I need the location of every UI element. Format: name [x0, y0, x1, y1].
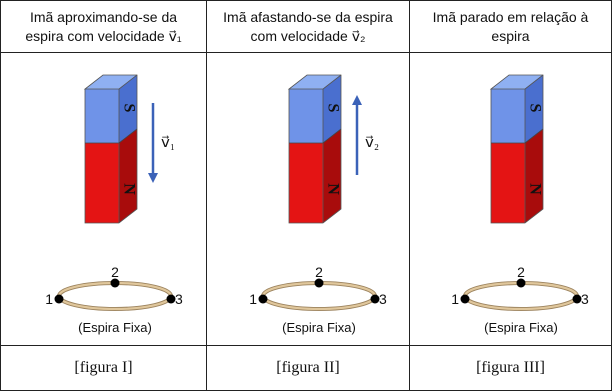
- north-pole-label: N: [120, 183, 137, 195]
- header-cell-2: Imã afastando-se da espira com velocidade…: [207, 1, 410, 53]
- arrow-head: [352, 95, 362, 105]
- magnet-edge: [524, 74, 544, 90]
- loop-point-3: [370, 294, 380, 304]
- south-pole-label: S: [120, 104, 137, 113]
- magnet: SN: [287, 74, 342, 224]
- magnet-pole-divider-side: [118, 128, 138, 144]
- velocity-arrow: [352, 95, 362, 175]
- header-1-line2: espira com velocidade v⃗₁: [25, 27, 182, 44]
- magnet-north-face: [491, 143, 525, 223]
- loop-point-label-3: 3: [379, 291, 387, 307]
- loop-point-1: [460, 294, 470, 304]
- header-cell-3: Imã parado em relação à espira: [410, 1, 611, 53]
- loop-point-label-2: 2: [315, 264, 323, 280]
- loop-label: (Espira Fixa): [78, 320, 152, 335]
- header-3-line1: Imã parado em relação à: [432, 8, 589, 25]
- header-2-line2: com velocidade v⃗₂: [250, 27, 366, 44]
- caption-cell-1: [figura I]: [1, 346, 207, 390]
- magnet-south-face: [85, 89, 119, 143]
- header-cell-1: Imã aproximando-se da espira com velocida…: [1, 1, 207, 53]
- magnet-south-side: [119, 75, 137, 143]
- loop-label: (Espira Fixa): [484, 320, 558, 335]
- north-pole-label: N: [324, 183, 341, 195]
- velocity-label: v⃗₂: [365, 135, 379, 151]
- magnet-top-face: [289, 75, 341, 89]
- loop-point-label-2: 2: [111, 264, 119, 280]
- caption-3: [figura III]: [476, 359, 545, 376]
- magnet-north-face: [85, 143, 119, 223]
- header-3-line2: espira: [491, 27, 530, 44]
- loop-label: (Espira Fixa): [282, 320, 356, 335]
- magnet-top-face: [85, 75, 137, 89]
- magnet: SN: [489, 74, 544, 224]
- magnet-pole-divider-side: [524, 128, 544, 144]
- north-pole-label: N: [526, 183, 543, 195]
- loop-point-label-1: 1: [249, 291, 257, 307]
- loop-point-1: [54, 294, 64, 304]
- loop-point-2: [110, 278, 120, 288]
- magnet-north-side: [119, 129, 137, 223]
- loop-point-label-3: 3: [175, 291, 183, 307]
- caption-1: [figura I]: [74, 359, 133, 376]
- magnet-north-side: [525, 129, 543, 223]
- loop-point-2: [314, 278, 324, 288]
- south-pole-label: S: [526, 104, 543, 113]
- magnet-edge: [322, 74, 342, 90]
- magnet-south-face: [289, 89, 323, 143]
- loop-point-2: [516, 278, 526, 288]
- magnet-pole-divider-side: [322, 128, 342, 144]
- caption-cell-3: [figura III]: [410, 346, 611, 390]
- loop-point-label-2: 2: [517, 264, 525, 280]
- magnet-south-side: [525, 75, 543, 143]
- header-1-line1: Imã aproximando-se da: [29, 8, 178, 25]
- header-2-line1: Imã afastando-se da espira: [223, 8, 393, 25]
- south-pole-label: S: [324, 104, 341, 113]
- loop-point-label-3: 3: [581, 291, 589, 307]
- loop-point-label-1: 1: [45, 291, 53, 307]
- magnet-north-side: [323, 129, 341, 223]
- loop-point-1: [258, 294, 268, 304]
- arrow-head: [148, 173, 158, 183]
- magnet-top-face: [491, 75, 543, 89]
- magnet-edge: [118, 74, 138, 90]
- magnet-south-side: [323, 75, 341, 143]
- caption-cell-2: [figura II]: [207, 346, 410, 390]
- magnet: SN: [83, 74, 138, 224]
- loop-point-label-1: 1: [451, 291, 459, 307]
- velocity-arrow: [148, 103, 158, 183]
- magnet-north-face: [289, 143, 323, 223]
- velocity-label: v⃗₁: [161, 135, 175, 151]
- magnet-south-face: [491, 89, 525, 143]
- loop-point-3: [572, 294, 582, 304]
- caption-2: [figura II]: [276, 359, 340, 376]
- loop-point-3: [166, 294, 176, 304]
